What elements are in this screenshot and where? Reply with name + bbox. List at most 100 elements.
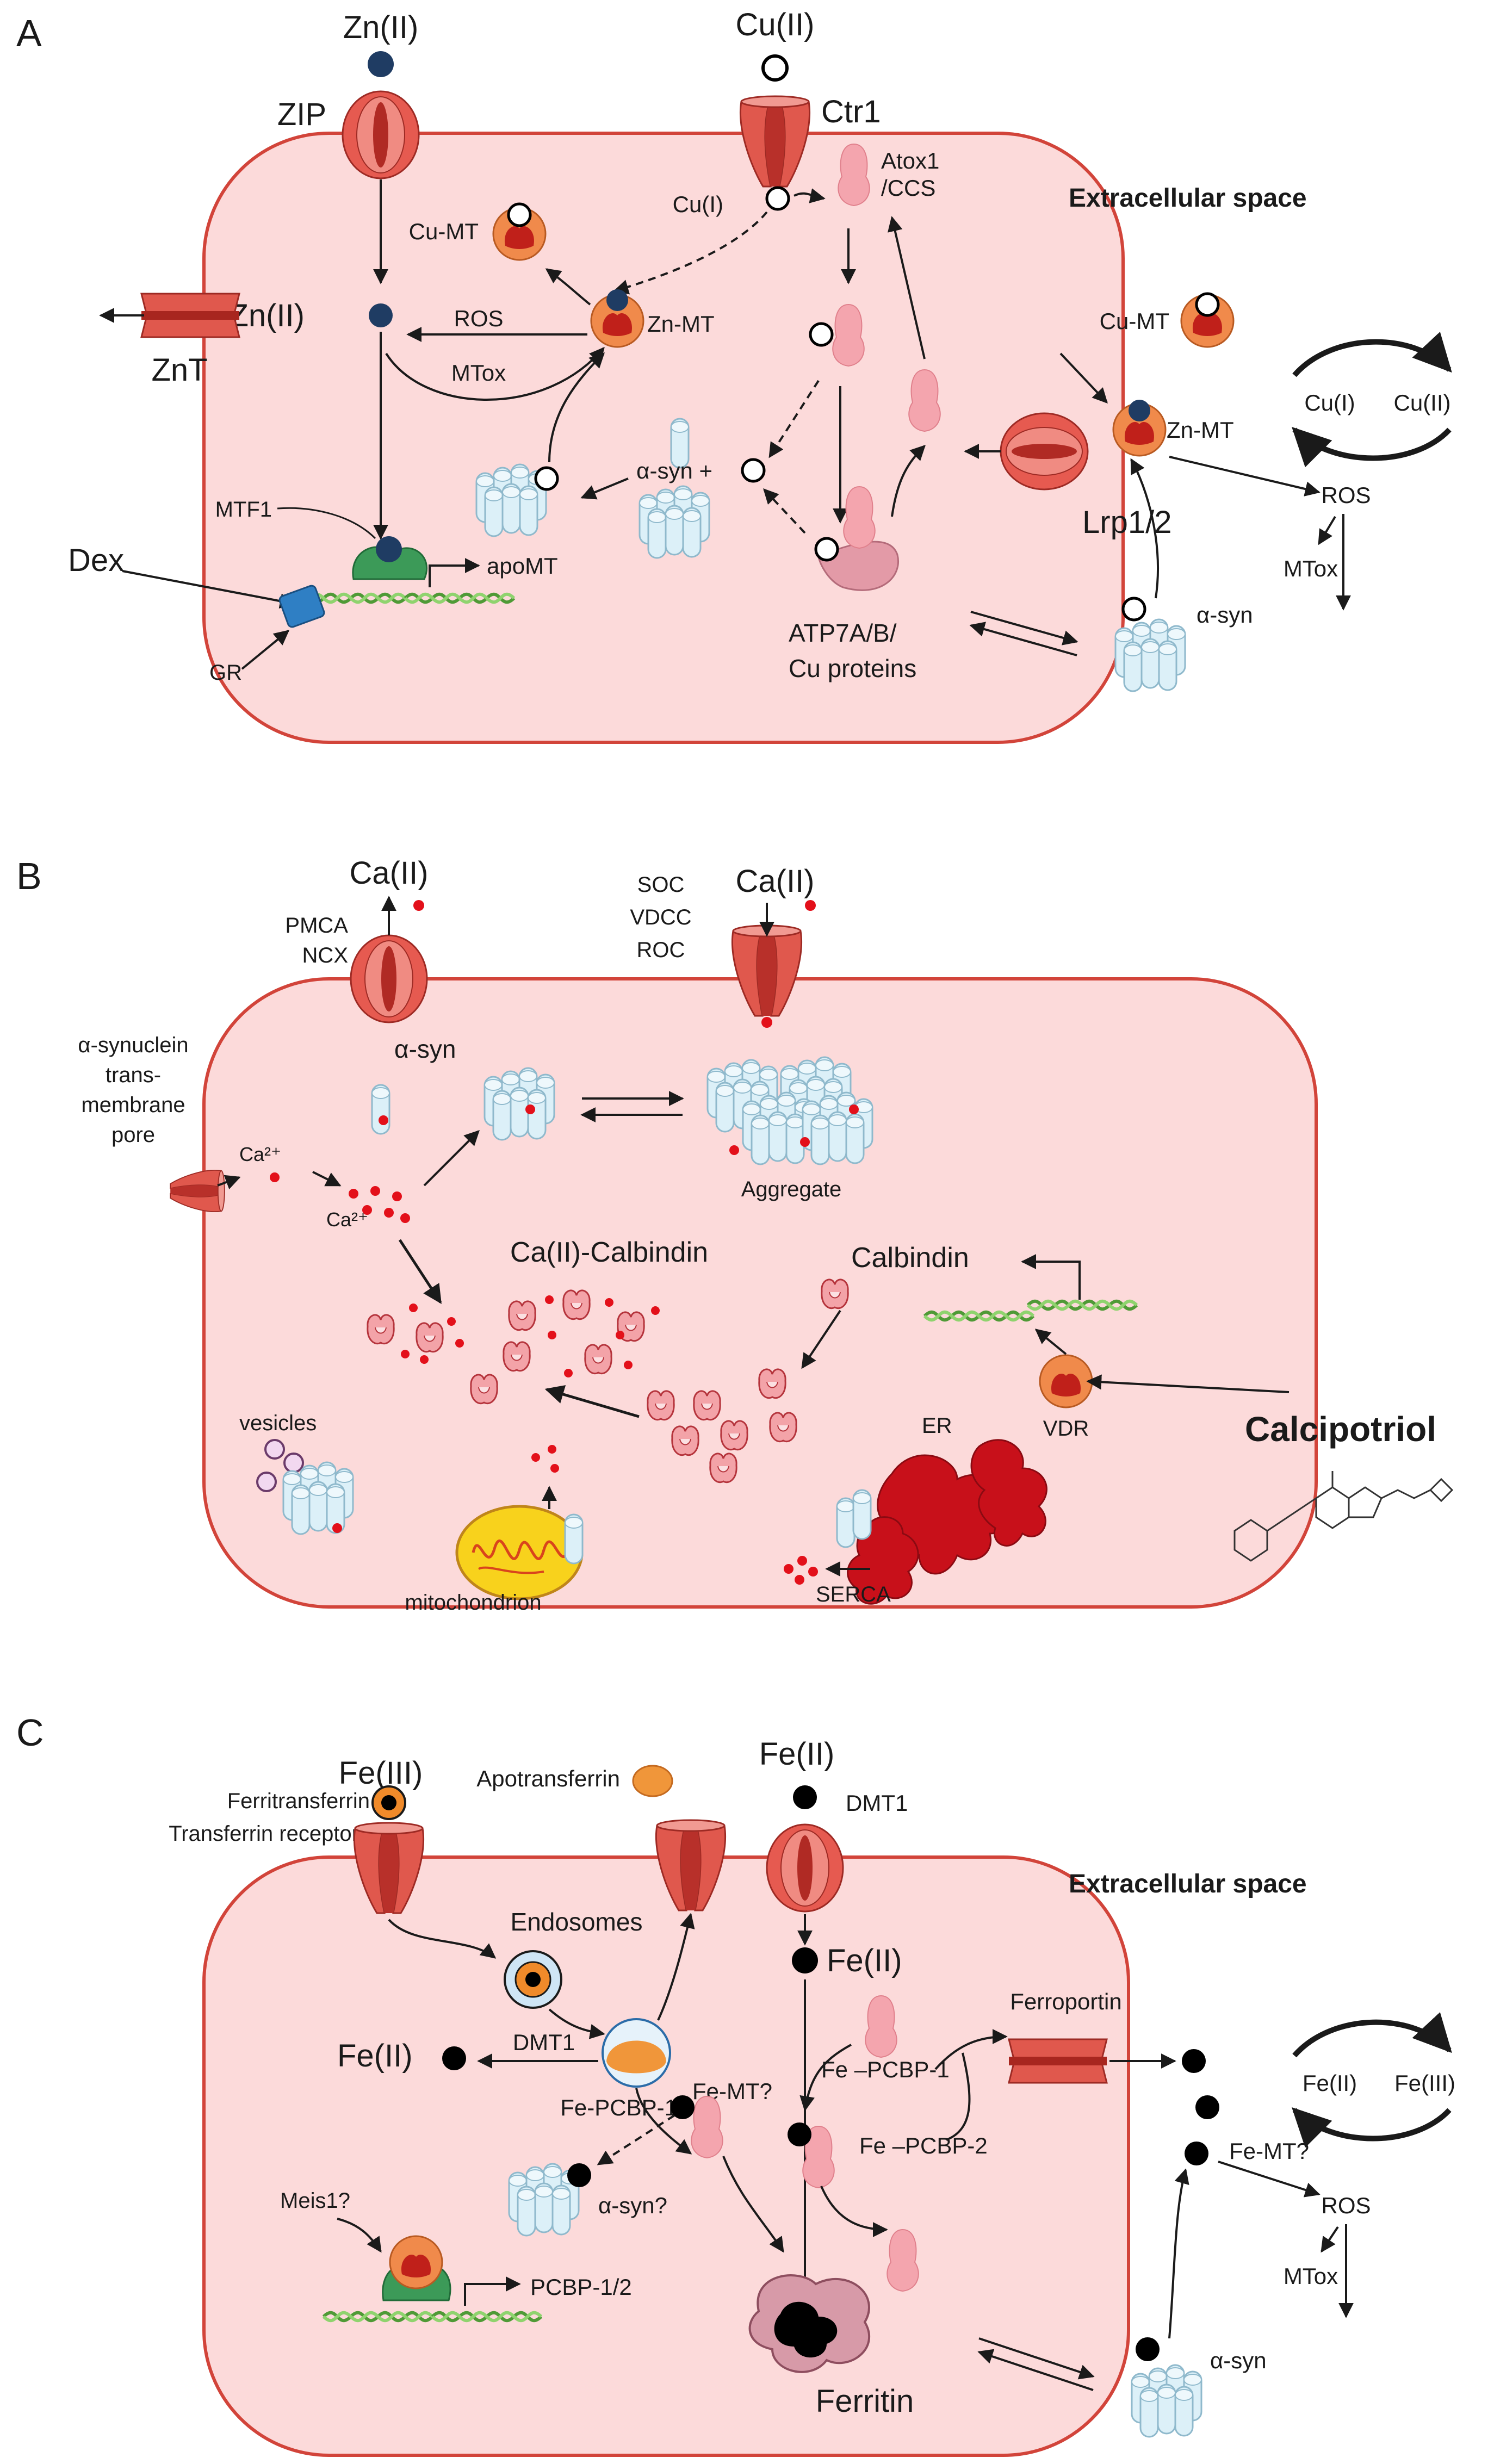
vdcc-label: VDCC bbox=[630, 905, 691, 929]
synaptic-vesicles-icon bbox=[256, 1439, 304, 1492]
ca-calbindin-complexes-icon bbox=[367, 1289, 660, 1405]
alpha-synuclein-er-icon bbox=[836, 1497, 856, 1548]
pore-label-1: α-synuclein bbox=[78, 1033, 188, 1057]
alpha-synuclein-mito-icon bbox=[564, 1513, 584, 1565]
calcipotriol-structure-icon bbox=[1233, 1471, 1454, 1562]
ca2plus-label-b: Ca²⁺ bbox=[326, 1208, 368, 1231]
mitochondrion-label: mitochondrion bbox=[405, 1591, 541, 1615]
cu-mt-label: Cu-MT bbox=[409, 219, 479, 244]
endosome-apo-icon bbox=[602, 2018, 671, 2088]
panel-b-letter: B bbox=[16, 855, 42, 897]
mtox-intracellular-label: MTox bbox=[451, 360, 506, 386]
pcbp-apo-icon bbox=[887, 2229, 919, 2292]
fe2-cytosolic-label: Fe(II) bbox=[337, 2038, 413, 2074]
pcbp1-chaperone-icon bbox=[865, 1995, 897, 2058]
panel-c-letter: C bbox=[16, 1711, 44, 1754]
zinc-ion-icon bbox=[369, 303, 393, 327]
ferrous-iron-icon bbox=[793, 1785, 817, 1809]
mtox-extracellular-label-c: MTox bbox=[1284, 2263, 1338, 2289]
meis1-label: Meis1? bbox=[280, 2189, 350, 2213]
iron-redox-arrow-bottom bbox=[1292, 2107, 1452, 2148]
ros-intracellular-label: ROS bbox=[454, 306, 503, 331]
aggregate-label: Aggregate bbox=[741, 1177, 842, 1201]
znt-label: ZnT bbox=[151, 352, 207, 388]
zn-mt-extracellular-label: Zn-MT bbox=[1167, 417, 1234, 443]
cu-mt-extracellular-label: Cu-MT bbox=[1100, 308, 1169, 334]
apo-calbindin-icon bbox=[821, 1278, 849, 1309]
pore-label-2: trans- bbox=[106, 1063, 161, 1087]
panel-b: B Ca(II) PMCA NCX Ca(II) SOC VDCC ROC α-… bbox=[16, 855, 1454, 1615]
cu1-label: Cu(I) bbox=[673, 191, 723, 217]
mtf1-label: MTF1 bbox=[215, 498, 272, 522]
ca-calbindin-label: Ca(II)-Calbindin bbox=[510, 1237, 708, 1268]
serca-label: SERCA bbox=[816, 1582, 891, 1606]
ferroportin-exporter-icon bbox=[1008, 2038, 1108, 2084]
alpha-synuclein-vesicle-bound-icon bbox=[283, 1462, 353, 1534]
gr-label: GR bbox=[209, 661, 242, 685]
glucocorticoid-receptor-icon bbox=[278, 585, 325, 628]
copper-ion-icon bbox=[765, 186, 790, 211]
apotransferrin-label: Apotransferrin bbox=[476, 1766, 620, 1791]
dmt1-transporter-icon bbox=[766, 1823, 844, 1913]
alpha-synuclein-extracellular-icon bbox=[1115, 619, 1185, 691]
panel-a-letter: A bbox=[16, 12, 42, 54]
panel-a: A Zn(II) ZIP Zn(II) ZnT Cu(II) Ctr1 Cu(I… bbox=[16, 7, 1452, 744]
fe2-label-top: Fe(II) bbox=[759, 1736, 835, 1772]
mitochondrion-icon bbox=[455, 1505, 584, 1600]
fe2-intracellular-label: Fe(II) bbox=[827, 1943, 902, 1978]
fe-pcbp1-complex-icon bbox=[691, 2096, 723, 2158]
roc-label: ROC bbox=[637, 938, 685, 962]
zn-mt-label: Zn-MT bbox=[647, 311, 715, 337]
redox-cycle-arrow-top bbox=[1292, 332, 1452, 377]
calcium-influx-label: Ca(II) bbox=[736, 864, 815, 899]
extracellular-label: Extracellular space bbox=[1069, 184, 1307, 213]
fe-mt-extracellular-label: Fe-MT? bbox=[1229, 2138, 1309, 2164]
pmca-label: PMCA bbox=[285, 914, 348, 938]
atox1-label: Atox1 bbox=[881, 148, 939, 173]
zinc-ion-icon bbox=[368, 51, 394, 77]
alpha-syn-extracellular-label: α-syn bbox=[1197, 602, 1253, 628]
free-calcium-ions-icon bbox=[349, 1186, 410, 1223]
endosomes-label: Endosomes bbox=[511, 1908, 643, 1936]
calcium-efflux-label: Ca(II) bbox=[350, 855, 429, 891]
alpha-syn-extracellular-label-c: α-syn bbox=[1210, 2348, 1267, 2373]
pcbp12-label: PCBP-1/2 bbox=[530, 2274, 632, 2300]
zinc-intracellular-label: Zn(II) bbox=[229, 298, 305, 333]
ca2plus-label-a: Ca²⁺ bbox=[239, 1143, 281, 1165]
fe-pcbp2-label: Fe –PCBP-2 bbox=[859, 2133, 988, 2158]
lrp-receptor-icon bbox=[1000, 412, 1089, 491]
pore-label-4: pore bbox=[111, 1123, 155, 1147]
vdr-label: VDR bbox=[1043, 1417, 1089, 1441]
alpha-synuclein-pore-icon bbox=[170, 1169, 225, 1213]
copper-chaperone-icon bbox=[832, 304, 865, 367]
calcipotriol-label: Calcipotriol bbox=[1245, 1410, 1436, 1449]
alpha-synuclein-monomer-icon bbox=[371, 1084, 390, 1135]
extracellular-label-c: Extracellular space bbox=[1069, 1870, 1307, 1898]
copper-ion-icon bbox=[761, 54, 789, 82]
ferroportin-label: Ferroportin bbox=[1010, 1989, 1121, 2014]
cu1-cycle-label: Cu(I) bbox=[1304, 390, 1355, 415]
vitamin-d-receptor-icon bbox=[1039, 1354, 1093, 1408]
cu2-cycle-label: Cu(II) bbox=[1394, 390, 1451, 415]
redox-cycle-arrow-bottom bbox=[1292, 427, 1452, 468]
ferritin-label: Ferritin bbox=[816, 2384, 914, 2419]
apomt-label: apoMT bbox=[487, 553, 558, 579]
copper-label-top: Cu(II) bbox=[736, 7, 815, 42]
ros-extracellular-label-c: ROS bbox=[1321, 2193, 1371, 2218]
alpha-syn-label-b: α-syn bbox=[394, 1035, 456, 1063]
zinc-label-top: Zn(II) bbox=[343, 10, 419, 45]
atox1-chaperone-icon bbox=[838, 144, 870, 206]
ctr1-label: Ctr1 bbox=[821, 94, 881, 129]
panel-c: C Fe(III) Ferritransferrin Transferrin r… bbox=[16, 1711, 1455, 2457]
iron-redox-arrow-top bbox=[1292, 2012, 1452, 2058]
pore-label-3: membrane bbox=[81, 1093, 185, 1117]
alpha-synuclein-oligomer-icon bbox=[640, 486, 709, 558]
calbindin-label: Calbindin bbox=[851, 1242, 969, 1274]
alpha-syn-plus-label: α-syn + bbox=[636, 458, 712, 483]
mtox-extracellular-label: MTox bbox=[1284, 556, 1338, 581]
zip-label: ZIP bbox=[277, 97, 326, 132]
ferritransferrin-label: Ferritransferrin bbox=[227, 1789, 370, 1813]
cell-membrane-c bbox=[202, 1855, 1130, 2457]
vesicles-label: vesicles bbox=[239, 1411, 317, 1435]
alpha-synuclein-extracellular-icon bbox=[1132, 2365, 1201, 2437]
